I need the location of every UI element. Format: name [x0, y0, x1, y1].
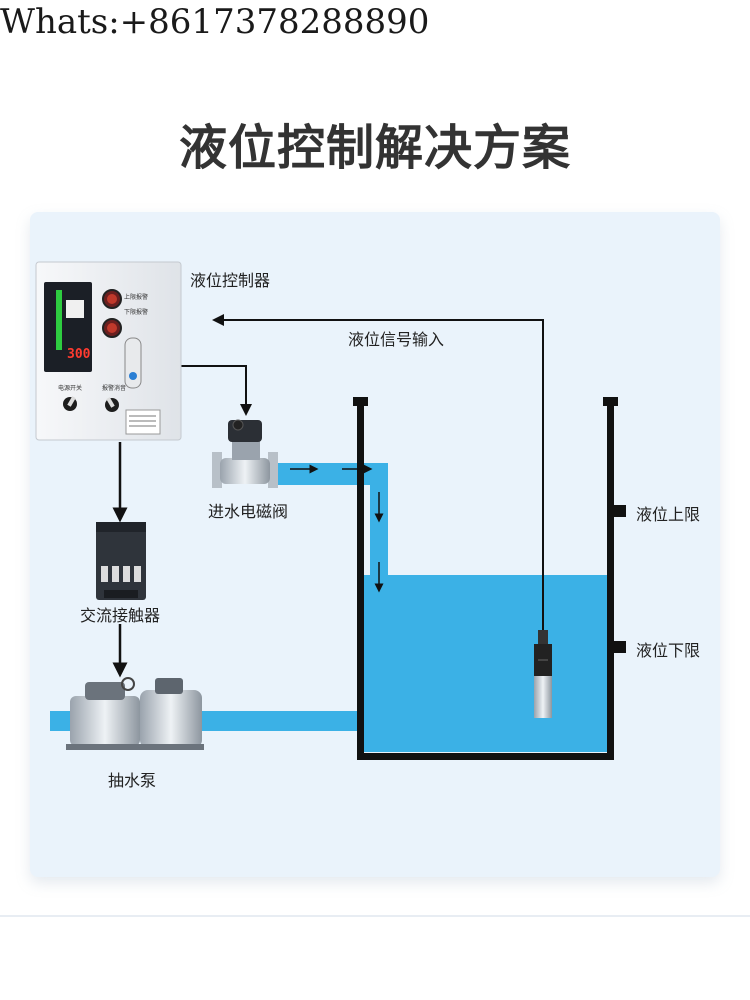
lamp-label-bottom: 下限报警 — [124, 308, 148, 316]
signal-input-label: 液位信号输入 — [348, 330, 445, 349]
contactor-icon — [96, 522, 146, 600]
pump-label: 抽水泵 — [108, 771, 157, 790]
solenoid-valve-icon — [212, 419, 278, 488]
lamp-label-top: 上限报警 — [124, 293, 148, 301]
controller-display: 300 — [67, 347, 91, 362]
page-title: 液位控制解决方案 — [178, 120, 571, 176]
controller-box-icon: 300 上限报警 下限报警 电源开关 报警消音 — [35, 261, 182, 441]
tank-right-cap — [603, 397, 618, 406]
level-sensor-icon — [534, 630, 552, 718]
upper-limit-marker — [614, 505, 626, 517]
contactor-label: 交流接触器 — [80, 606, 161, 625]
knob-label-left: 电源开关 — [58, 384, 82, 392]
watermark-text: Whats:+8617378288890 — [0, 2, 430, 42]
pump-icon — [66, 677, 204, 750]
lower-limit-label: 液位下限 — [636, 641, 701, 660]
upper-limit-label: 液位上限 — [636, 505, 701, 524]
tank-left-cap — [353, 397, 368, 406]
divider — [0, 915, 750, 917]
controller-label: 液位控制器 — [190, 271, 271, 290]
solenoid-valve-label: 进水电磁阀 — [208, 502, 289, 521]
tank-right-wall — [607, 399, 614, 760]
tank-bottom-wall — [357, 753, 614, 760]
controller-to-valve-line — [180, 365, 252, 416]
tank-left-wall — [357, 399, 364, 760]
lower-limit-marker — [614, 641, 626, 653]
inlet-pipe-vertical — [370, 463, 388, 575]
signal-line — [212, 314, 544, 640]
knob-label-right: 报警消音 — [102, 384, 126, 392]
tank-water — [362, 575, 610, 752]
